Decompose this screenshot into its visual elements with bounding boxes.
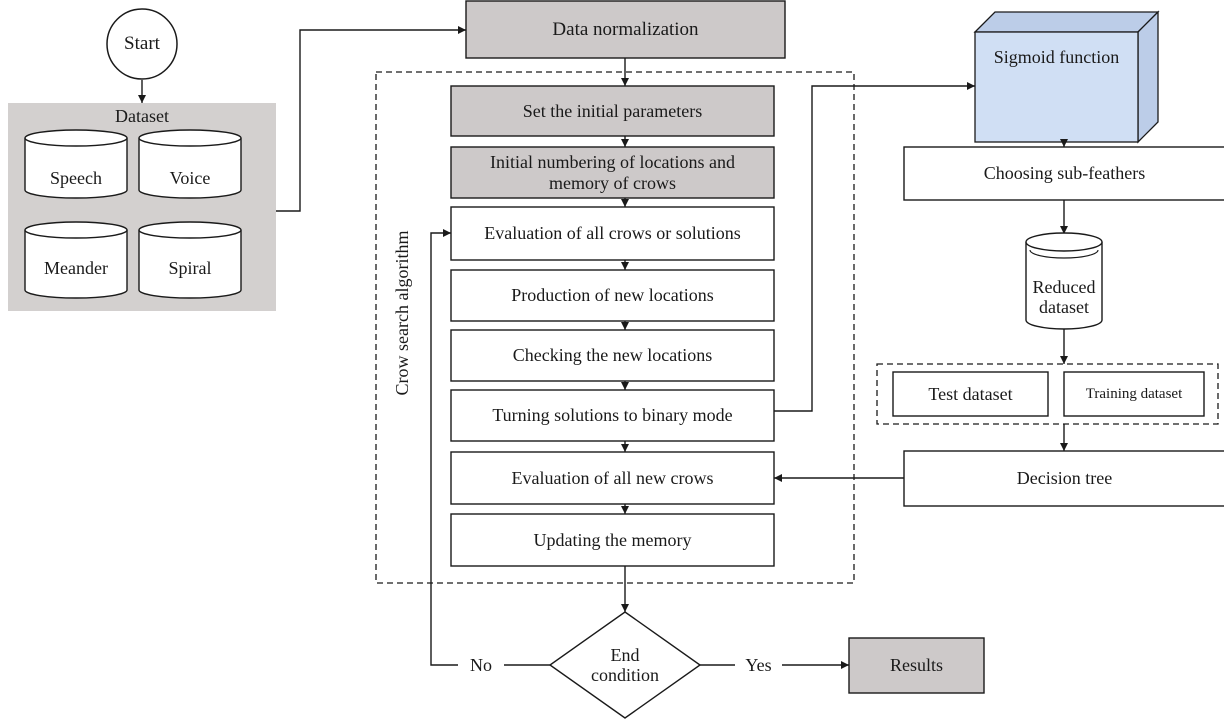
end-condition-label: End condition xyxy=(591,644,659,685)
step-production-label: Production of new locations xyxy=(511,285,714,306)
step-checking xyxy=(450,329,775,382)
step-updating-memory-label: Updating the memory xyxy=(533,529,692,550)
data-normalization-label: Data normalization xyxy=(552,18,699,40)
data-normalization-box xyxy=(465,0,786,59)
training-dataset-box xyxy=(1063,371,1205,417)
test-dataset-label: Test dataset xyxy=(928,383,1013,404)
choosing-label: Choosing sub-feathers xyxy=(983,163,1146,184)
training-dataset-label: Training dataset xyxy=(1085,385,1183,402)
decision-tree-box xyxy=(903,450,1224,507)
no-label: No xyxy=(470,654,492,675)
decision-tree-label: Decision tree xyxy=(1016,468,1113,489)
step-evaluation-all-label: Evaluation of all crows or solutions xyxy=(484,223,741,244)
dataset-cylinder-voice xyxy=(138,129,242,199)
step-binary-label: Turning solutions to binary mode xyxy=(492,405,733,426)
sigmoid-label: Sigmoid function xyxy=(993,46,1120,67)
step-updating-memory xyxy=(450,513,775,567)
split-frame xyxy=(876,363,1219,425)
dataset-item-spiral: Spiral xyxy=(168,257,212,278)
step-evaluation-new xyxy=(450,451,775,505)
step-production xyxy=(450,269,775,322)
start-label: Start xyxy=(124,33,160,55)
step-checking-label: Checking the new locations xyxy=(512,345,713,366)
yes-label: Yes xyxy=(745,654,772,675)
results-label: Results xyxy=(889,655,943,676)
results-box xyxy=(848,637,985,694)
test-dataset-box xyxy=(892,371,1049,417)
step-evaluation-new-label: Evaluation of all new crows xyxy=(511,467,714,488)
step-initial-parameters xyxy=(450,85,775,137)
step-initial-parameters-label: Set the initial parameters xyxy=(522,100,703,121)
step-initial-numbering xyxy=(450,146,775,199)
dataset-title: Dataset xyxy=(115,105,169,126)
dataset-cylinder-speech xyxy=(24,129,128,199)
dataset-item-voice: Voice xyxy=(169,167,211,188)
reduced-dataset-label: Reduced dataset xyxy=(1032,276,1096,317)
choosing-box xyxy=(903,146,1224,201)
arrow-dataset-normalization xyxy=(276,26,466,212)
arrow-binary-sigmoid xyxy=(774,82,975,412)
step-initial-numbering-label: Initial numbering of locations and memor… xyxy=(490,152,735,193)
step-evaluation-all xyxy=(450,206,775,261)
dataset-item-speech: Speech xyxy=(50,167,102,188)
start-node xyxy=(106,8,178,80)
dataset-item-meander: Meander xyxy=(44,257,108,278)
end-condition-diamond xyxy=(548,611,702,719)
sigmoid-box xyxy=(973,10,1160,144)
csa-frame xyxy=(375,71,855,584)
csa-title: Crow search algorithm xyxy=(391,230,412,396)
dataset-cylinder-meander xyxy=(24,221,128,299)
dataset-cylinder-spiral xyxy=(138,221,242,299)
arrow-no-loop xyxy=(430,229,458,666)
step-binary xyxy=(450,389,775,442)
